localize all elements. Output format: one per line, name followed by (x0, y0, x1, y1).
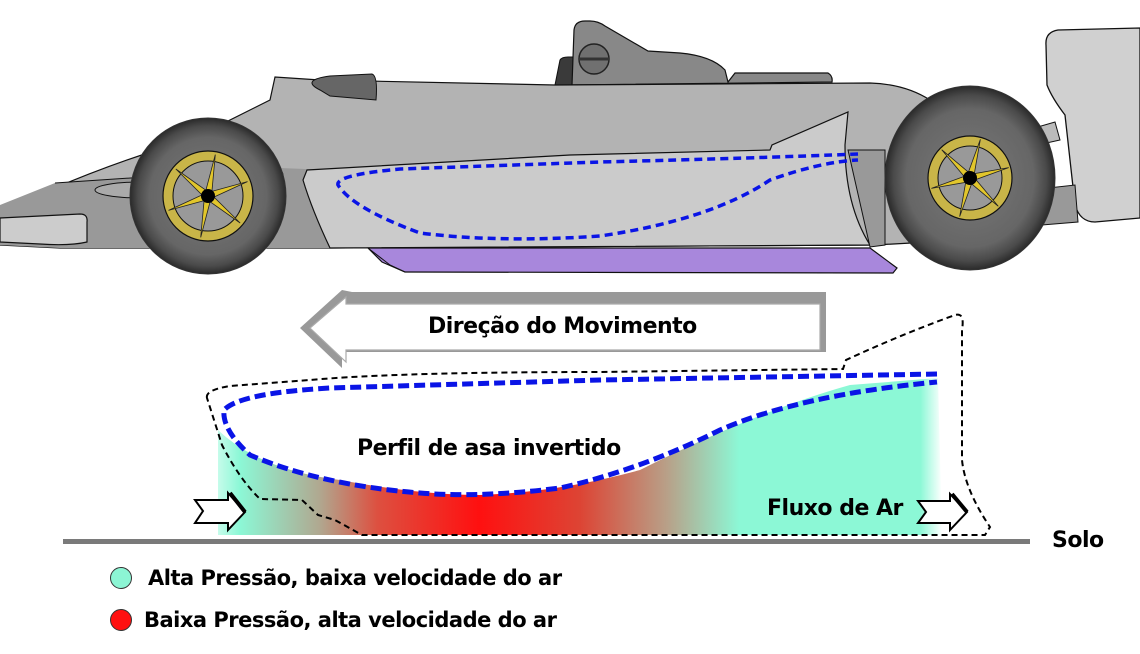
legend-item-high-pressure: Alta Pressão, baixa velocidade do ar (110, 566, 562, 590)
rear-wing (1045, 27, 1140, 223)
ground-label: Solo (1052, 528, 1104, 553)
front-wheel-spokes (168, 154, 248, 238)
legend-item-low-pressure: Baixa Pressão, alta velocidade do ar (110, 608, 557, 632)
low-pressure-swatch-icon (110, 609, 132, 631)
sidepod (302, 111, 872, 249)
cockpit-cowl (571, 20, 833, 86)
legend-label: Baixa Pressão, alta velocidade do ar (144, 608, 557, 632)
rear-wheel (884, 85, 1056, 271)
airflow-arrow-left (193, 490, 247, 533)
inverted-wing-label: Perfil de asa invertido (357, 436, 621, 461)
movement-direction-arrow (300, 290, 826, 368)
airflow-label: Fluxo de Ar (767, 496, 903, 521)
side-skirt (366, 247, 898, 274)
sidepod-outline (205, 313, 992, 536)
race-car (0, 20, 1140, 275)
front-wheel (129, 117, 287, 275)
ground-line (63, 539, 1030, 544)
side-skirt-inner (367, 247, 406, 273)
rear-wheel-spokes (931, 139, 1009, 217)
sidepod-airfoil-outline (336, 152, 859, 241)
legend-label: Alta Pressão, baixa velocidade do ar (148, 566, 562, 590)
high-pressure-swatch-icon (110, 567, 132, 589)
movement-direction-label: Direção do Movimento (428, 314, 697, 339)
rear-suspension (847, 149, 886, 248)
inverted-wing-profile (221, 371, 938, 498)
air-intake (311, 73, 377, 101)
front-wing-end (0, 213, 88, 246)
airflow-arrow-right (916, 491, 969, 533)
